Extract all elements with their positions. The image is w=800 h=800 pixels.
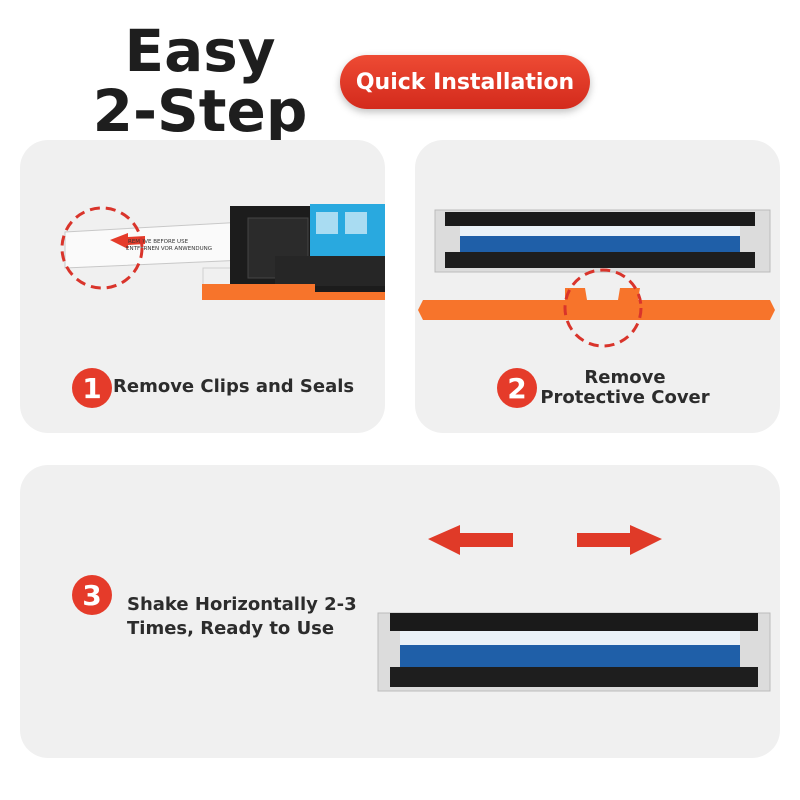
step-3-panel: 3 Shake Horizontally 2-3 Times, Ready to… <box>20 465 780 758</box>
quick-installation-badge: Quick Installation <box>340 55 590 109</box>
step-3-number: 3 <box>72 575 112 615</box>
title-line-2: 2-Step <box>92 77 308 145</box>
step-2-text-line-1: Remove <box>584 367 666 388</box>
dashed-circle-icon <box>60 206 144 290</box>
step-2-number: 2 <box>497 368 537 408</box>
cartridge-end <box>202 204 385 300</box>
cartridge-body <box>434 209 771 273</box>
step-2-text-line-2: Protective Cover <box>540 387 710 408</box>
dashed-circle-icon <box>563 268 643 348</box>
seal-label-1: REMOVE BEFORE USE <box>128 239 189 245</box>
seal-tab <box>64 221 246 269</box>
cartridge-full <box>377 612 771 692</box>
step-3-text-line-2: Times, Ready to Use <box>127 618 335 639</box>
right-arrow-icon <box>577 525 662 555</box>
protective-cover <box>418 288 775 320</box>
seal-arrow-icon <box>110 233 145 249</box>
title-line-1: Easy <box>124 17 276 85</box>
step-1-panel: REMOVE BEFORE USE ENTFERNEN VOR ANWENDUN… <box>20 140 385 433</box>
step-3-text-line-1: Shake Horizontally 2-3 <box>127 594 357 615</box>
left-arrow-icon <box>428 525 513 555</box>
step-2-panel: 2 Remove Protective Cover <box>415 140 780 433</box>
cartridge-cover-illustration <box>418 209 775 348</box>
seal-label-2: ENTFERNEN VOR ANWENDUNG <box>126 246 212 252</box>
step-1-number: 1 <box>72 368 112 408</box>
cartridge-shake-illustration <box>377 525 771 692</box>
cartridge-seal-illustration: REMOVE BEFORE USE ENTFERNEN VOR ANWENDUN… <box>60 204 385 300</box>
step-1-text: Remove Clips and Seals <box>113 376 355 397</box>
